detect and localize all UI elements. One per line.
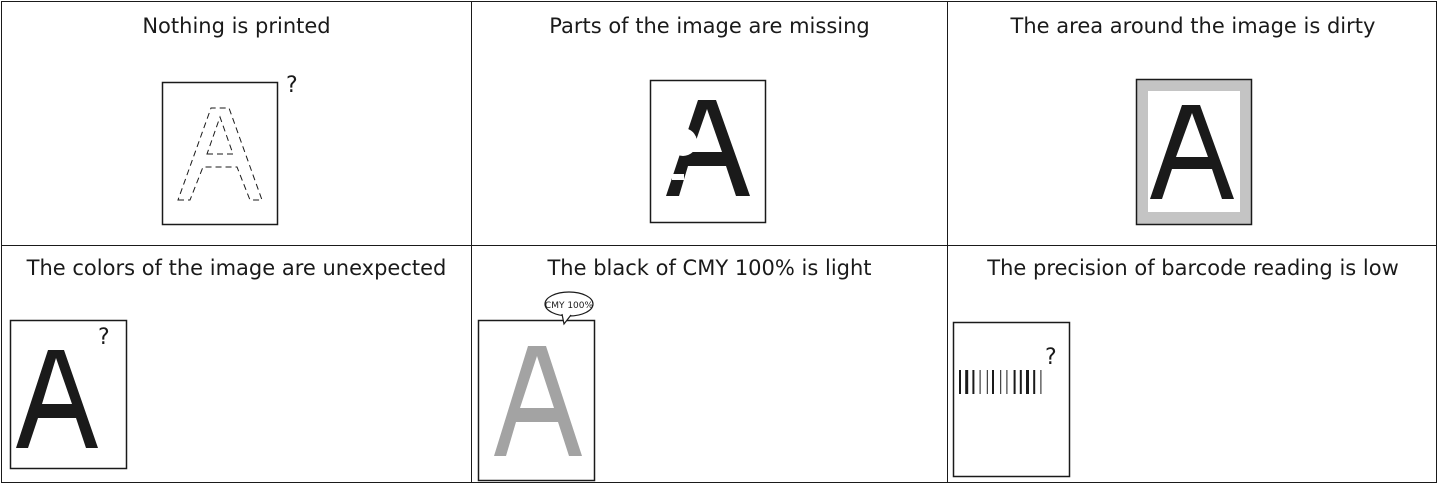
barcode-bars [959, 370, 1042, 394]
cell-caption: The black of CMY 100% is light [547, 256, 872, 280]
speech-bubble: CMY 100% [544, 291, 594, 326]
faint-letter-a-icon: ? [161, 73, 298, 226]
cell-barcode-precision: The precision of barcode reading is low … [948, 246, 1438, 484]
cell-caption: The colors of the image are unexpected [26, 256, 447, 280]
column-divider [947, 2, 948, 482]
question-mark: ? [98, 325, 110, 350]
barcode-bar [1040, 370, 1042, 394]
cell-unexpected-colors: The colors of the image are unexpected ? [2, 246, 471, 484]
bubble-label: CMY 100% [545, 301, 594, 311]
barcode-bar [1000, 370, 1002, 394]
cell-cmy-light: The black of CMY 100% is light CMY 100% [472, 246, 947, 484]
question-mark: ? [1045, 345, 1057, 370]
cell-image-missing: Parts of the image are missing [472, 2, 947, 245]
dirty-border-letter-a-icon [1135, 78, 1253, 226]
cell-dirty-area: The area around the image is dirty [948, 2, 1438, 245]
barcode-bar [965, 370, 969, 394]
barcode-bar [1033, 370, 1036, 394]
barcode-bar [1006, 370, 1008, 394]
barcode-bar [979, 370, 981, 394]
row-divider [2, 245, 1436, 246]
column-divider [471, 2, 472, 482]
cell-nothing-printed: Nothing is printed ? [2, 2, 471, 245]
barcode-bar [986, 370, 988, 394]
barcode-bar [972, 370, 975, 394]
barcode-icon: ? [952, 321, 1071, 478]
cell-caption: Nothing is printed [142, 14, 331, 38]
cell-caption: The area around the image is dirty [1010, 14, 1376, 38]
wrong-color-letter-a-icon: ? [9, 319, 128, 470]
barcode-bar [1026, 370, 1029, 394]
barcode-bar [1019, 370, 1022, 394]
barcode-bar [1013, 370, 1016, 394]
cell-caption: Parts of the image are missing [549, 14, 870, 38]
partial-letter-a-icon [649, 79, 767, 224]
cell-caption: The precision of barcode reading is low [987, 256, 1399, 280]
question-mark: ? [286, 73, 298, 98]
light-letter-a-icon: CMY 100% [477, 291, 596, 482]
barcode-bar [959, 370, 961, 394]
barcode-bar [992, 370, 994, 394]
